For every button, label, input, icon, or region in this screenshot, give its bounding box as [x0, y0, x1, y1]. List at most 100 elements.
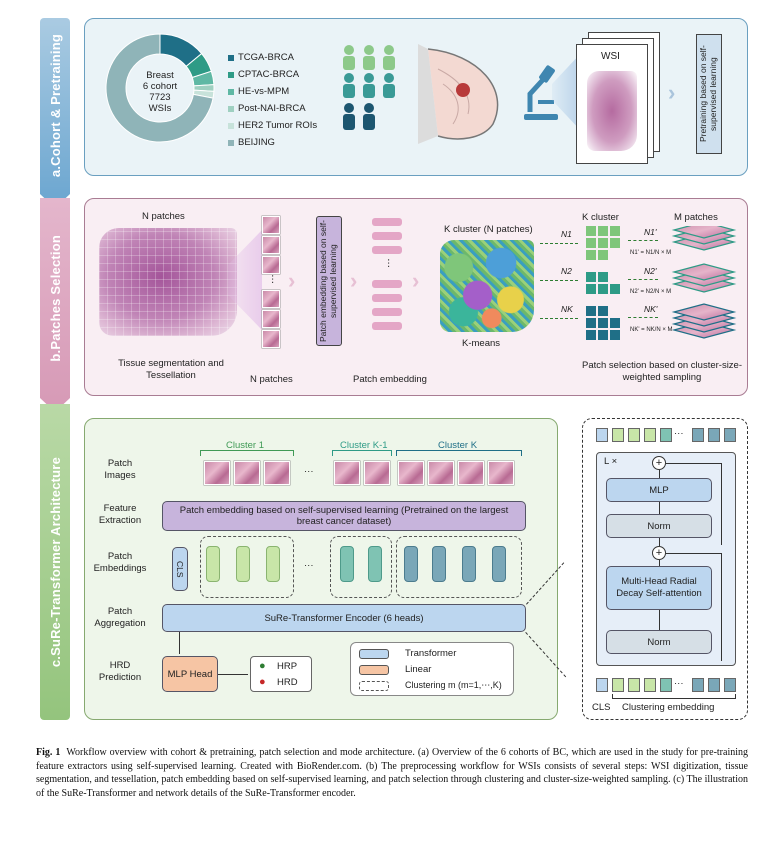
- formula-2: N2' = N2/N × M: [630, 289, 672, 295]
- n2-prime-label: N2': [644, 266, 657, 276]
- donut-center-text: Breast 6 cohort 7723 WSIs: [130, 70, 190, 114]
- legend-swatch: [228, 71, 234, 78]
- embedding-bar: [372, 308, 402, 316]
- patch-embedding-model-label: Patch embedding based on self-supervised…: [318, 220, 338, 342]
- arrow-to-output: [218, 674, 248, 675]
- wsi-card-front: WSI: [576, 44, 648, 164]
- mlp-head-label: MLP Head: [167, 668, 213, 680]
- arrow-to-mlp-head: [179, 632, 180, 654]
- input-token: [660, 678, 672, 692]
- norm-label: Norm: [647, 636, 671, 648]
- plus-label: +: [655, 547, 663, 559]
- caption-text: Workflow overview with cohort & pretrain…: [36, 747, 748, 799]
- input-token: [692, 678, 704, 692]
- figure-number: Fig. 1: [36, 747, 61, 758]
- output-token: [644, 428, 656, 442]
- output-token: [724, 428, 736, 442]
- patch-image: [458, 461, 484, 485]
- cluster-group-k: [396, 536, 522, 598]
- bottom-cls-label: CLS: [592, 702, 611, 713]
- embedding-token: [404, 546, 418, 582]
- selected-patch-stacks: [671, 226, 737, 339]
- patients-icon: [343, 45, 395, 130]
- attention-label: Multi-Head Radial Decay Self-attention: [616, 576, 702, 599]
- section-a-tab: a.Cohort & Pretraining: [40, 18, 70, 208]
- donut-center-line: 7723: [149, 92, 171, 103]
- residual-add-icon: +: [652, 456, 666, 470]
- patch-tile: [262, 256, 280, 274]
- tissue-slide-image: [99, 228, 237, 336]
- embedding-token: [492, 546, 506, 582]
- patch-image: [428, 461, 454, 485]
- cls-token: CLS: [172, 547, 188, 591]
- patch-tile: [262, 310, 280, 328]
- hrd-label: HRD: [277, 677, 298, 688]
- embedding-token: [368, 546, 382, 582]
- patch-tile: [262, 290, 280, 308]
- section-a-label: a.Cohort & Pretraining: [47, 34, 63, 178]
- k-cluster-title: K cluster (N patches): [444, 224, 533, 235]
- embedding-bar: [372, 280, 402, 288]
- output-token: [692, 428, 704, 442]
- patch-embedding-model-box: Patch embedding based on self-supervised…: [316, 216, 342, 346]
- norm-label: Norm: [647, 520, 671, 532]
- residual-connection: [666, 463, 722, 545]
- legend-label: HE-vs-MPM: [238, 86, 290, 97]
- row-label-patch-embeddings: Patch Embeddings: [93, 551, 147, 574]
- architecture-legend: Transformer Linear Clustering m (m=1,⋯,K…: [350, 642, 514, 696]
- k-cluster-label: K cluster: [582, 212, 619, 223]
- radial-decay-attention-block: Multi-Head Radial Decay Self-attention: [606, 566, 712, 610]
- feature-extraction-box: Patch embedding based on self-supervised…: [162, 501, 526, 531]
- legend-label: CPTAC-BRCA: [238, 69, 300, 80]
- legend-swatch: [228, 105, 234, 112]
- section-c-tab: c.SuRe-Transformer Architecture: [40, 404, 70, 720]
- donut-center-line: WSIs: [148, 103, 172, 114]
- clustering-embedding-label: Clustering embedding: [622, 702, 715, 713]
- legend-swatch: [228, 122, 234, 129]
- residual-add-icon: +: [652, 546, 666, 560]
- embedding-dots: ⋮: [384, 258, 394, 269]
- output-token: [628, 428, 640, 442]
- norm-block-top: Norm: [606, 514, 712, 538]
- cluster-label-k-minus-1: Cluster K-1: [340, 440, 388, 451]
- chevron-right-icon: ›: [350, 268, 358, 293]
- legend-linear-label: Linear: [405, 664, 432, 675]
- row-label-feature-extraction: Feature Extraction: [98, 503, 142, 526]
- embedding-bar: [372, 218, 402, 226]
- n1-prime-label: N1': [644, 227, 657, 237]
- formula-1: N1' = N1/N × M: [630, 250, 672, 256]
- encoder-label: SuRe-Transformer Encoder (6 heads): [264, 612, 424, 624]
- pretraining-box: Pretraining based on self-supervised lea…: [696, 34, 722, 154]
- mlp-head-box: MLP Head: [162, 656, 218, 692]
- patch-image: [398, 461, 424, 485]
- flow-line: [659, 502, 660, 514]
- output-token: [708, 428, 720, 442]
- donut-slice: [105, 33, 214, 143]
- legend-label: Post-NAI-BRCA: [238, 103, 306, 114]
- person-green-icon: ●: [259, 660, 266, 672]
- m-patches-label: M patches: [674, 212, 718, 223]
- legend-item: BEIJING: [228, 137, 275, 148]
- patch-image: [204, 461, 230, 485]
- n-patches-bottom-label: N patches: [250, 374, 293, 385]
- plus-label: +: [655, 457, 663, 469]
- patch-dots: ⋮: [268, 274, 278, 285]
- n-patches-top-label: N patches: [142, 211, 185, 222]
- token-ellipsis: ···: [674, 428, 684, 439]
- legend-label: BEIJING: [238, 137, 275, 148]
- cluster-label-1: Cluster 1: [226, 440, 265, 451]
- figure-caption: Fig. 1 Workflow overview with cohort & p…: [36, 746, 748, 800]
- cls-token-label: CLS: [175, 560, 185, 578]
- chevron-right-icon: ›: [288, 268, 296, 293]
- embedding-ellipsis: ···: [304, 560, 314, 571]
- legend-swatch-clustering: [359, 681, 389, 691]
- legend-label: TCGA-BRCA: [238, 52, 294, 63]
- legend-swatch: [228, 139, 234, 146]
- chevron-right-icon: ›: [668, 80, 676, 105]
- mlp-block: MLP: [606, 478, 712, 502]
- input-token: [628, 678, 640, 692]
- patch-image: [488, 461, 514, 485]
- cluster-grid-icon: [586, 226, 620, 340]
- flow-line: [659, 470, 660, 478]
- formula-k: NK' = NK/N × M: [630, 327, 673, 333]
